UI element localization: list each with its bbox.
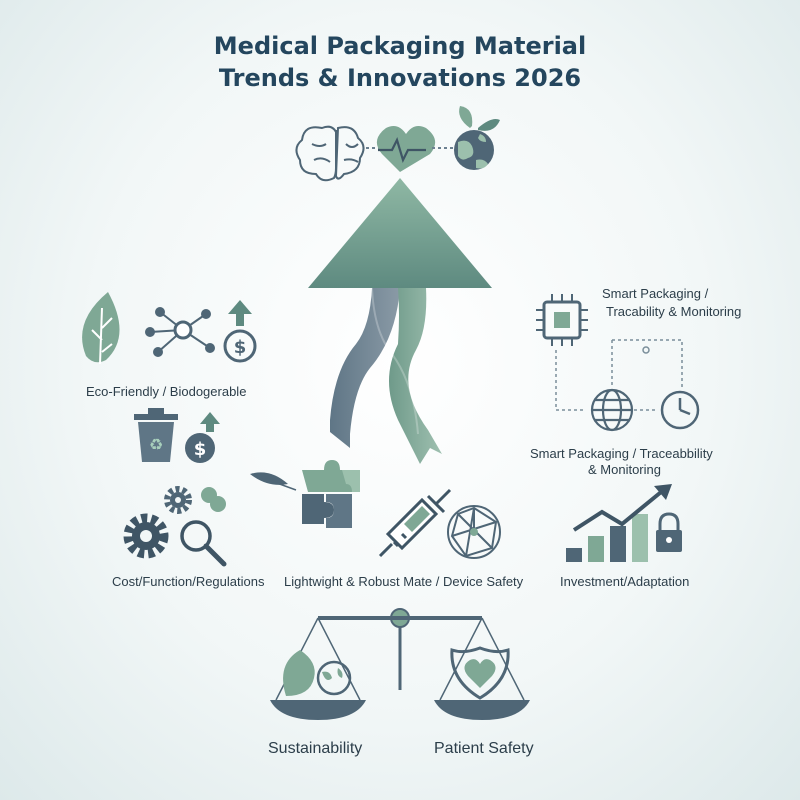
label-lightweight: Lightwight & Robust Mate / Device Safety [284,574,524,589]
balance-scale-icon [270,608,530,720]
recycle-bin-icon: ♻ [134,408,178,462]
network-nodes-icon [145,307,215,357]
connector-lines [555,339,683,411]
label-investment: Investment/Adaptation [560,574,690,589]
label-patient-safety: Patient Safety [434,740,534,757]
feather-icon [250,472,297,491]
globe-leaf-icon [454,106,500,170]
lock-icon [656,512,682,552]
svg-text:♻: ♻ [149,435,163,454]
heart-pulse-icon [376,126,436,172]
label-smart-mid-line-1: Smart Packaging / Traceabbility [530,446,713,461]
dollar-up-icon: $ [223,300,257,363]
label-sustainability: Sustainability [268,740,363,757]
label-smart-top-line-2: Tracability & Monitoring [606,304,742,319]
shield-heart-icon [450,646,510,700]
title-line-2: Trends & Innovations 2026 [218,64,582,92]
title-line-1: Medical Packaging Material [213,32,587,60]
label-cost-function: Cost/Function/Regulations [112,574,265,589]
clock-icon [660,390,700,430]
mesh-sphere-icon [447,505,501,559]
chip-icon [536,294,588,346]
label-smart-top-line-1: Smart Packaging / [602,286,709,301]
brain-icon [295,125,365,182]
growth-chart-icon [566,484,672,562]
svg-text:$: $ [194,439,207,460]
globe-icon [590,388,634,432]
gears-icon [123,486,226,559]
puzzle-icon [302,460,360,528]
label-eco-friendly: Eco-Friendly / Biodogerable [86,384,247,399]
syringe-icon [378,488,452,558]
dollar-up-small-icon: $ [185,412,220,463]
leaf-globe-icon [283,650,352,696]
up-arrow-icon [308,178,492,464]
leaf-icon [82,292,120,365]
label-smart-mid-line-2: & Monitoring [588,462,661,477]
svg-text:$: $ [234,337,247,358]
magnifier-icon [180,520,227,567]
